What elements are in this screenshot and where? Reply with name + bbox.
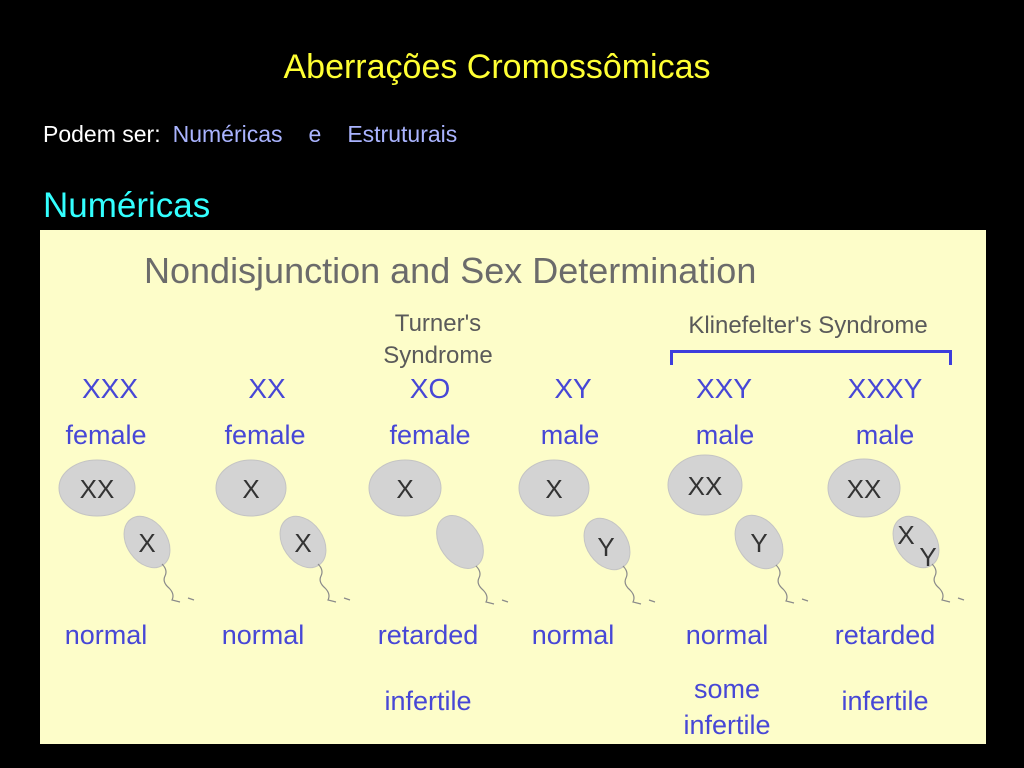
note-col5-line2: infertile: [683, 710, 771, 740]
sex-col5: male: [695, 420, 755, 450]
section-heading: Numéricas: [43, 186, 211, 225]
status-col6: retarded: [834, 620, 936, 650]
genotype-xo: XO: [409, 373, 451, 404]
sperm-cell-col4: [583, 517, 631, 571]
genotype-xxxy: XXXY: [847, 373, 923, 404]
sperm-tail-col1: [161, 563, 195, 603]
sperm-label-col5: Y: [750, 528, 767, 558]
egg-label-col2: X: [242, 474, 259, 504]
slide-title: Aberrações Cromossômicas: [283, 48, 711, 86]
sperm-label-col6-x: X: [897, 520, 914, 550]
note-col5: some infertile: [647, 671, 807, 743]
note-col6: infertile: [841, 686, 929, 716]
sex-col6: male: [855, 420, 915, 450]
sperm-cell-col6: [892, 515, 940, 569]
sperm-label-col6-y: Y: [919, 542, 936, 572]
subtitle-prefix: Podem ser:: [43, 121, 161, 147]
egg-label-col1: XX: [80, 474, 115, 504]
turner-label-line1: Turner's: [394, 310, 482, 337]
egg-cell-col4: [518, 459, 590, 517]
subtitle-option-numericas: Numéricas: [172, 121, 283, 147]
sperm-tail-col2: [317, 563, 351, 603]
sex-col4: male: [540, 420, 600, 450]
diagram-title: Nondisjunction and Sex Determination: [144, 250, 757, 291]
note-col5-line1: some: [693, 674, 761, 704]
klinefelter-bracket: [670, 350, 952, 365]
sex-col1: female: [65, 420, 147, 450]
sperm-cell-col5: [734, 514, 784, 570]
subtitle-option-estruturais: Estruturais: [347, 121, 458, 147]
status-col5: normal: [685, 620, 769, 650]
status-col4: normal: [531, 620, 615, 650]
egg-cell-col1: [58, 459, 136, 517]
turner-label-line2: Syndrome: [383, 342, 493, 369]
egg-cell-col2: [215, 459, 287, 517]
slide-subtitle: Podem ser: Numéricas e Estruturais: [43, 121, 457, 148]
sperm-label-col4: Y: [597, 532, 614, 562]
egg-cell-col5: [667, 454, 743, 516]
note-col3: infertile: [384, 686, 472, 716]
sperm-tail-col6: [931, 563, 965, 603]
turner-label: Turner's Syndrome: [358, 308, 518, 372]
sperm-tail-col4: [622, 565, 656, 605]
egg-label-col5: XX: [688, 471, 723, 501]
sperm-tail-col5: [775, 564, 809, 604]
cells-illustration: XX X X X X X Y XX Y XX X Y: [58, 454, 965, 605]
genotype-xx: XX: [248, 373, 286, 404]
egg-cell-col3: [368, 459, 442, 517]
genotype-xxy: XXY: [695, 373, 753, 404]
status-col3: retarded: [377, 620, 479, 650]
status-col1: normal: [64, 620, 148, 650]
egg-cell-col6: [827, 458, 901, 518]
sperm-label-col2: X: [294, 528, 311, 558]
sex-col3: female: [389, 420, 471, 450]
sex-col2: female: [224, 420, 306, 450]
diagram-panel: Nondisjunction and Sex Determination Tur…: [40, 230, 986, 744]
genotype-xy: XY: [554, 373, 592, 404]
egg-label-col3: X: [396, 474, 413, 504]
klinefelter-label: Klinefelter's Syndrome: [688, 312, 928, 339]
status-col2: normal: [221, 620, 305, 650]
subtitle-conjunction: e: [308, 121, 322, 147]
sperm-label-col1: X: [138, 528, 155, 558]
egg-label-col4: X: [545, 474, 562, 504]
egg-label-col6: XX: [847, 474, 882, 504]
genotype-xxx: XXX: [81, 373, 139, 404]
sperm-cell-col3: [436, 515, 484, 569]
sperm-tail-col3: [475, 565, 509, 605]
